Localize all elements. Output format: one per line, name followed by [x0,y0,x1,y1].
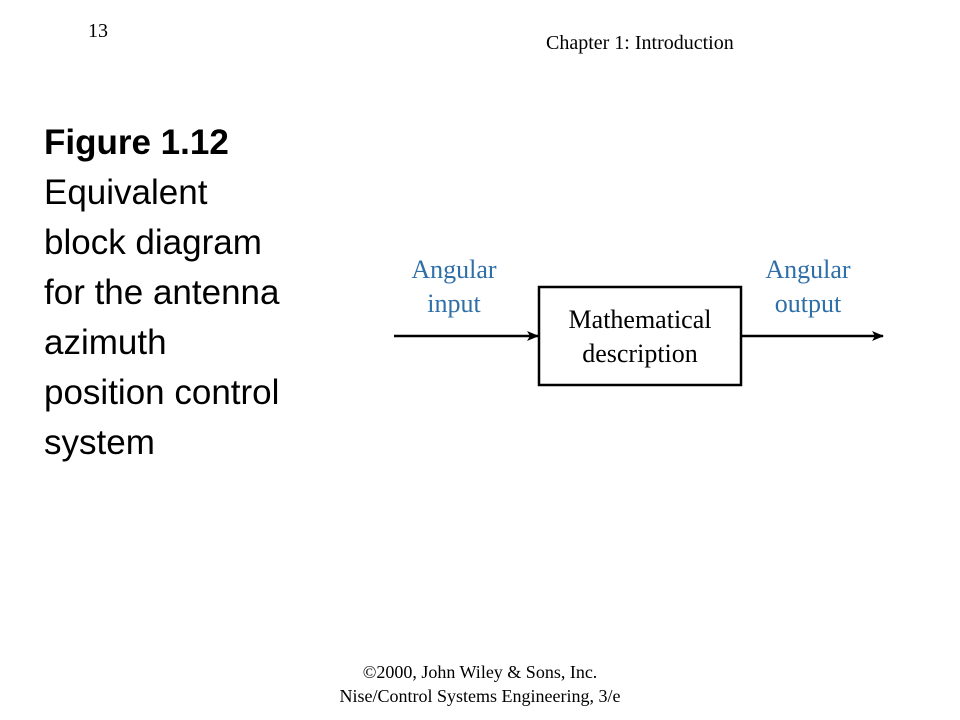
math-description-block [537,285,743,387]
input-label-line1: Angular [411,255,497,284]
caption-line: for the antenna [44,273,280,312]
figure-caption: Figure 1.12 Equivalent block diagram for… [44,118,364,468]
footer: ©2000, John Wiley & Sons, Inc. Nise/Cont… [0,660,960,708]
input-label-line2: input [427,289,481,318]
page-number: 13 [88,20,108,42]
caption-line: block diagram [44,223,262,262]
caption-title: Figure 1.12 [44,123,229,162]
block-label-line1: Mathematical [569,305,712,334]
caption-line: position control [44,373,280,412]
output-label-line2: output [775,289,842,318]
caption-line: system [44,423,155,462]
block-label-line2: description [582,339,698,368]
output-label-line1: Angular [765,255,851,284]
copyright-line: ©2000, John Wiley & Sons, Inc. [362,662,598,682]
caption-line: azimuth [44,323,167,362]
book-reference-line: Nise/Control Systems Engineering, 3/e [339,686,621,706]
chapter-title: Chapter 1: Introduction [546,32,734,54]
caption-line: Equivalent [44,173,208,212]
